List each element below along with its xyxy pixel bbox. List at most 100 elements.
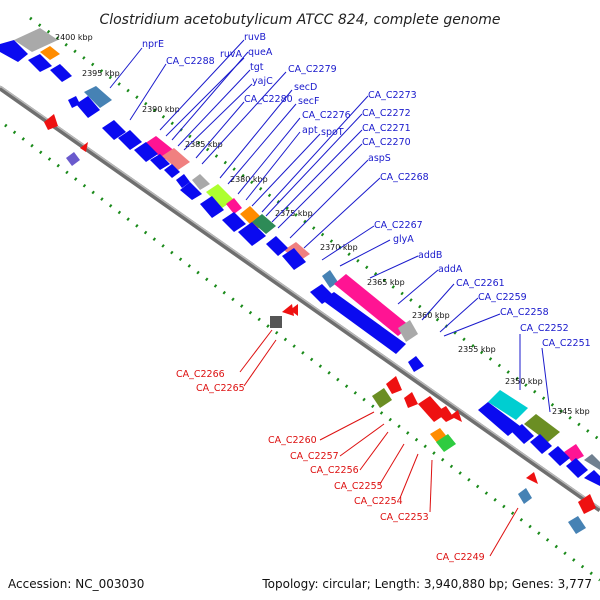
gene-arrow-forward xyxy=(322,292,406,354)
gene-label: CA_C2249 xyxy=(436,552,485,563)
leader-lines-forward xyxy=(109,39,551,413)
gene-arrow-forward xyxy=(512,424,534,444)
leader-line xyxy=(195,101,245,159)
feature-box xyxy=(40,46,60,60)
gene-label: CA_C2252 xyxy=(520,323,569,334)
leader-line xyxy=(109,47,143,89)
gene-arrow-reverse xyxy=(386,376,402,394)
leader-line xyxy=(183,83,253,151)
gene-label: CA_C2280 xyxy=(244,94,293,105)
leader-line xyxy=(429,459,433,513)
genome-backbone xyxy=(0,85,600,513)
gene-arrow-reverse xyxy=(282,304,294,316)
gene-label: glyA xyxy=(393,234,414,245)
feature-box xyxy=(518,488,532,504)
leader-line xyxy=(251,133,321,207)
leader-line xyxy=(245,131,301,201)
tick-label: 2360 kbp xyxy=(412,311,450,320)
forward-genes xyxy=(0,40,600,486)
feature-box xyxy=(14,28,58,52)
tick-label: 2365 kbp xyxy=(367,278,405,287)
gene-label: CA_C2267 xyxy=(374,220,423,231)
gene-label: nprE xyxy=(142,39,164,50)
leader-line xyxy=(277,143,363,229)
gene-arrow-forward xyxy=(478,402,520,436)
leader-line xyxy=(129,63,167,121)
leader-line xyxy=(339,423,385,457)
gene-label: CA_C2265 xyxy=(196,383,245,394)
feature-box xyxy=(270,316,282,328)
gene-label: CA_C2273 xyxy=(368,90,417,101)
feature-box xyxy=(84,86,112,108)
gene-label: secF xyxy=(298,96,319,107)
gene-arrow-forward xyxy=(530,434,552,454)
gene-label: secD xyxy=(294,82,317,93)
leader-line xyxy=(239,329,273,373)
leader-line xyxy=(237,117,301,195)
gene-arrow-forward xyxy=(282,248,306,270)
gene-arrow-forward xyxy=(134,142,158,162)
gene-label: CA_C2259 xyxy=(478,292,527,303)
gene-arrow-forward xyxy=(180,182,202,200)
leader-line xyxy=(359,431,389,471)
tick-label: 2400 kbp xyxy=(55,33,93,42)
tick-layer: 2400 kbp 2395 kbp 2390 kbp 2385 kbp 2380… xyxy=(55,33,590,416)
feature-box xyxy=(162,148,190,170)
gene-arrow-reverse xyxy=(526,472,538,484)
gene-arrow-forward xyxy=(28,54,52,72)
leader-line xyxy=(399,453,419,499)
gene-label: CA_C2276 xyxy=(302,110,351,121)
gene-arrow-forward xyxy=(118,130,142,150)
leader-line xyxy=(321,225,375,261)
feature-box xyxy=(568,516,586,534)
feature-box xyxy=(252,214,276,234)
gene-label: tgt xyxy=(250,62,264,73)
gene-arrow-reverse xyxy=(290,304,298,316)
gene-label: CA_C2260 xyxy=(268,435,317,446)
gene-label: ruvB xyxy=(244,32,266,43)
leader-line xyxy=(201,71,287,165)
leader-lines-reverse xyxy=(239,329,519,557)
forward-labels: nprE CA_C2288 ruvB ruvA queA tgt yajC CA… xyxy=(142,32,591,349)
gene-arrow-forward xyxy=(408,356,424,372)
leader-line xyxy=(271,129,363,223)
gene-label: CA_C2253 xyxy=(380,512,429,523)
gene-arrow-reverse xyxy=(578,494,596,514)
gene-label: CA_C2257 xyxy=(290,451,339,462)
gene-label: CA_C2251 xyxy=(542,338,591,349)
leader-line xyxy=(439,297,479,333)
leader-line xyxy=(227,103,297,185)
gene-arrow-forward xyxy=(164,164,180,178)
tick-label: 2355 kbp xyxy=(458,345,496,354)
gene-arrow-forward xyxy=(0,40,28,62)
genome-summary-text: Topology: circular; Length: 3,940,880 bp… xyxy=(261,577,592,591)
gene-label: CA_C2270 xyxy=(362,137,411,148)
gene-arrow-reverse xyxy=(404,392,418,408)
gene-label: CA_C2261 xyxy=(456,278,505,289)
gene-label: CA_C2288 xyxy=(166,56,215,67)
gene-arrow-forward xyxy=(566,458,588,478)
feature-box xyxy=(226,198,242,214)
gene-arrow-forward xyxy=(50,64,72,82)
gene-arrow-forward xyxy=(266,236,288,256)
leader-line xyxy=(541,347,551,413)
gene-label: apt xyxy=(302,125,318,136)
gene-arrow-forward xyxy=(548,446,570,466)
leader-line xyxy=(421,283,455,321)
leader-line xyxy=(369,255,419,279)
gene-label: addB xyxy=(418,250,442,261)
feature-box xyxy=(192,174,210,190)
leader-line xyxy=(219,89,293,179)
reverse-genes xyxy=(44,114,596,514)
leader-line xyxy=(489,507,519,557)
gene-label: CA_C2279 xyxy=(288,64,337,75)
tick-label: 2370 kbp xyxy=(320,243,358,252)
gene-arrow-reverse xyxy=(80,142,88,152)
gene-label: CA_C2256 xyxy=(310,465,359,476)
leader-line xyxy=(303,177,381,249)
reverse-labels: CA_C2266 CA_C2265 CA_C2260 CA_C2257 CA_C… xyxy=(176,369,485,563)
gene-label: addA xyxy=(438,264,463,275)
feature-box xyxy=(334,274,410,336)
leader-line xyxy=(289,159,369,239)
